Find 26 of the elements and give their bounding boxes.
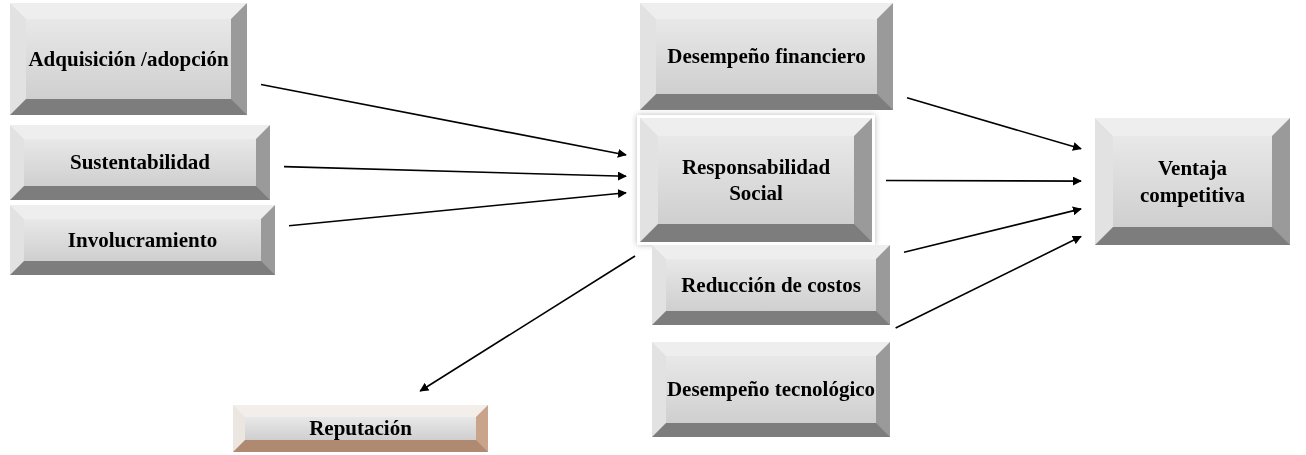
arrow (288, 189, 627, 227)
box-label: Reputación (309, 415, 412, 442)
beveled-box (652, 342, 890, 437)
box-label: Adquisición /adopción (28, 45, 229, 73)
beveled-box (652, 245, 890, 325)
arrow (906, 96, 1082, 151)
box-label: Desempeño financiero (667, 43, 866, 70)
box-label: Ventaja competitiva (1139, 155, 1246, 208)
box-label: Desempeño tecnológico (666, 376, 876, 403)
box-label: Responsabilidad Social (680, 153, 832, 207)
beveled-box (233, 405, 488, 452)
arrow (260, 83, 627, 158)
arrow (903, 206, 1082, 254)
beveled-box (1095, 118, 1290, 245)
beveled-box (10, 205, 275, 275)
beveled-box (640, 3, 893, 110)
arrow (283, 165, 627, 181)
beveled-box (10, 125, 270, 200)
box-label: Reducción de costos (681, 271, 861, 299)
arrow (419, 255, 636, 392)
box-label: Involucramiento (67, 226, 218, 254)
arrow (885, 176, 1082, 186)
beveled-box (640, 118, 872, 242)
beveled-box (10, 3, 247, 115)
arrow (894, 235, 1082, 329)
box-label: Sustentabilidad (69, 149, 211, 176)
